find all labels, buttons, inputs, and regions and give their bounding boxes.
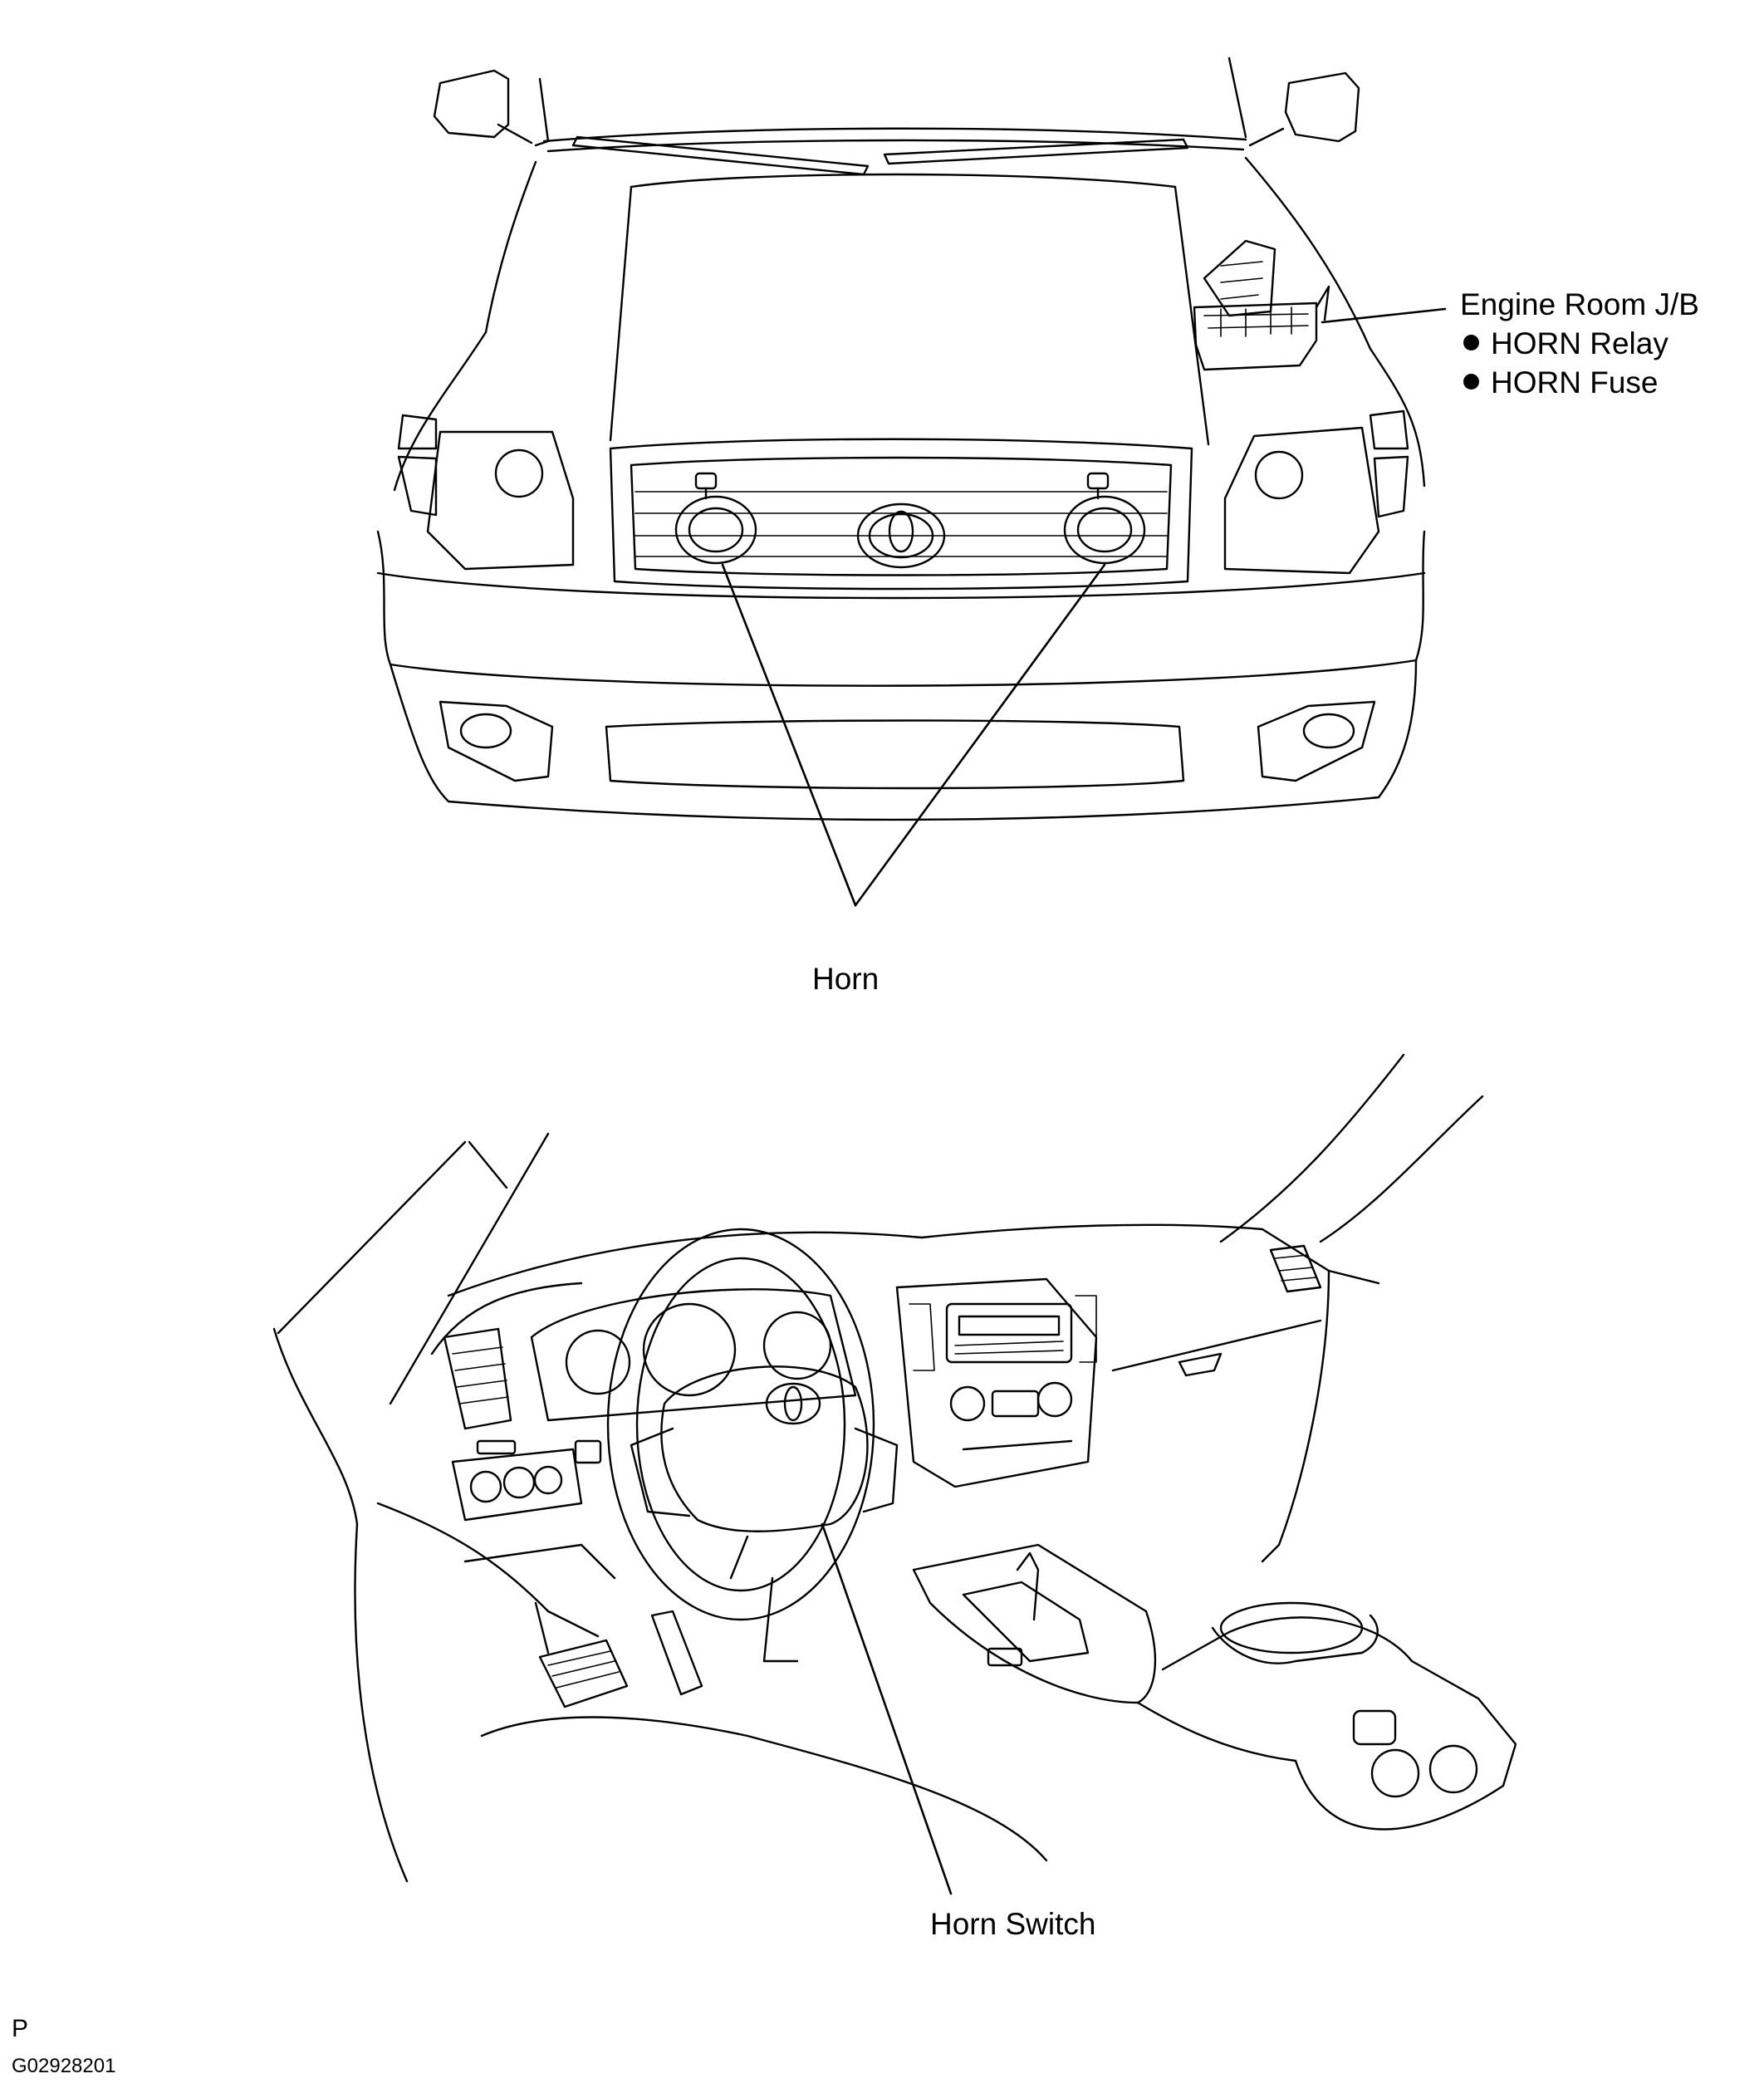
interior-view [272,1053,1517,1895]
vehicle-front-view [376,56,1426,821]
left-turn-lamp [397,414,438,450]
windshield-base [542,127,1247,143]
wheel-emblem [765,1382,821,1425]
grille-emblem [856,502,946,569]
airbag-pad [660,1365,869,1532]
left-mirror [433,69,510,139]
hood-outline [484,160,537,334]
accelerator-pedal [650,1610,703,1696]
front-bumper [376,530,1426,687]
callout-leaders-top [721,307,1447,907]
right-mirror [1284,71,1360,143]
leader-right-horn [854,563,1106,907]
leader-left-horn [721,563,857,907]
bullet-icon [1463,335,1479,350]
right-horn [1063,472,1146,565]
engine-room-jb [1193,239,1330,371]
lower-intake [605,719,1185,790]
left-mirror-arm [497,123,533,145]
instrument-cluster [530,1288,857,1422]
right-headlamp [1223,426,1380,575]
center-console [912,1543,1157,1704]
left-vent [443,1327,512,1430]
label-horn-fuse: HORN Fuse [1463,367,1658,398]
label-horn-fuse-text: HORN Fuse [1491,365,1659,400]
brake-pedal [538,1639,629,1708]
label-horn: Horn [812,962,880,996]
leader-horn-switch [821,1522,953,1895]
grille-surround [609,438,1193,591]
leader-engine-room-jb [1321,307,1447,324]
right-vent [1269,1244,1322,1293]
left-horn [674,472,757,565]
left-fog-lamp [439,700,554,782]
label-horn-relay-text: HORN Relay [1491,326,1668,360]
left-headlamp [426,430,575,571]
figure-letter: P [12,2015,29,2042]
right-mirror-arm [1248,127,1285,147]
center-stack [895,1277,1098,1488]
label-engine-room-jb: Engine Room J/B [1460,287,1699,321]
figure-code: G02928201 [12,2055,116,2077]
right-turn-lamp [1369,409,1409,450]
steering-wheel [606,1228,899,1621]
dashboard-top [447,1223,1330,1297]
bullet-icon [1463,374,1479,390]
hood-center [630,173,1177,189]
right-wiper [883,138,1189,165]
right-fog-lamp [1257,700,1376,782]
label-horn-switch: Horn Switch [930,1907,1096,1941]
label-horn-relay: HORN Relay [1463,328,1668,359]
